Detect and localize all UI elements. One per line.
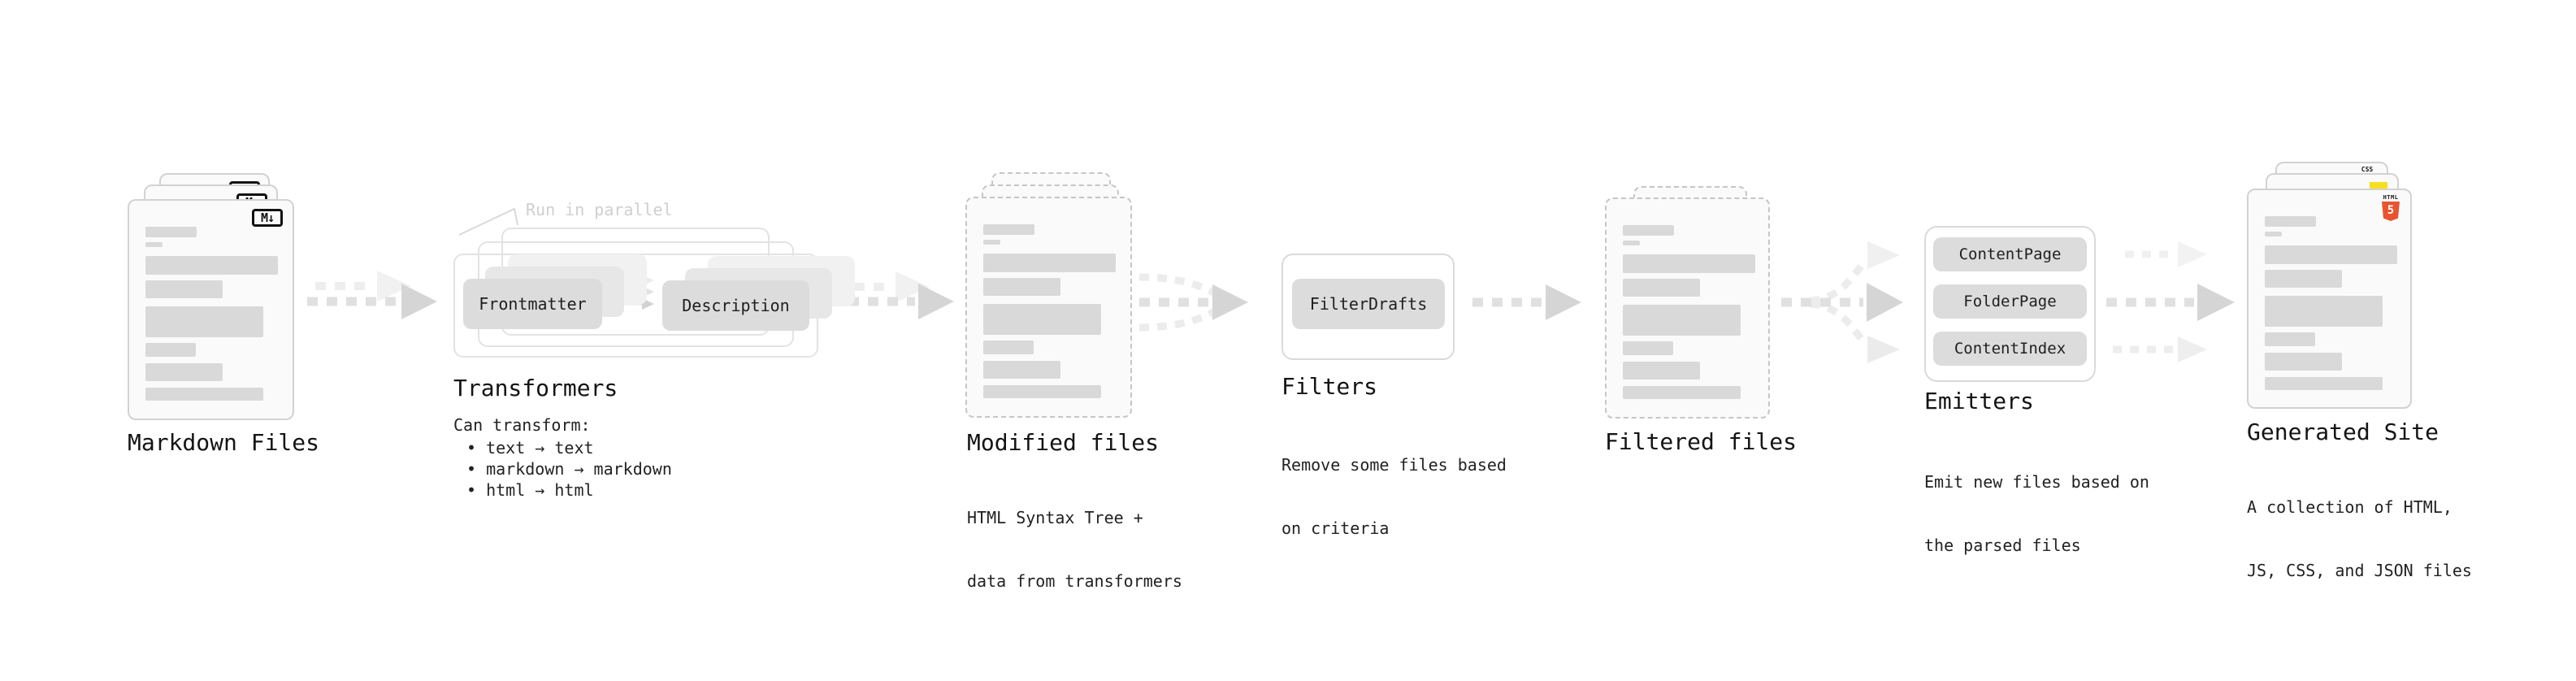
description-line: Remove some files based	[1281, 455, 1507, 475]
description-line: Emit new files based on	[1924, 472, 2149, 492]
skeleton-line	[145, 388, 263, 401]
doc-content-placeholder	[1607, 199, 1768, 417]
skeleton-line	[145, 280, 223, 298]
content-index-pill: ContentIndex	[1933, 332, 2087, 366]
stage-label-emitters: Emitters	[1924, 388, 2034, 414]
arrow-emitters-to-generated-middle	[2106, 284, 2235, 321]
doc-content-placeholder	[2249, 190, 2410, 407]
stage-label-filtered-files: Filtered files	[1605, 428, 1798, 455]
skeleton-line	[2265, 296, 2383, 327]
folder-page-pill: FolderPage	[1933, 284, 2087, 319]
skeleton-line	[1623, 341, 1673, 355]
skeleton-line	[1623, 225, 1674, 236]
filter-drafts-pill: FilterDrafts	[1292, 279, 1445, 329]
arrow-markdown-to-transformers	[307, 284, 437, 319]
bullet-item: • markdown → markdown	[466, 459, 672, 479]
bullet-item: • text → text	[466, 438, 594, 458]
description-line: HTML Syntax Tree +	[967, 508, 1143, 527]
html5-icon-digit: 5	[2387, 204, 2395, 217]
css-icon-label: CSS	[2361, 166, 2374, 173]
html5-icon: HTML 5	[2381, 194, 2400, 221]
skeleton-line	[1623, 279, 1700, 297]
skeleton-line	[145, 343, 196, 357]
arrow-filtered-to-emitters	[1781, 283, 1903, 322]
skeleton-line	[983, 224, 1034, 235]
skeleton-line	[1623, 362, 1700, 380]
skeleton-line	[145, 242, 163, 247]
skeleton-line	[983, 385, 1101, 398]
stage-label-transformers: Transformers	[453, 375, 618, 401]
stage-label-markdown-files: Markdown Files	[128, 429, 320, 456]
content-page-pill: ContentPage	[1933, 237, 2087, 271]
description-line: on criteria	[1281, 518, 1390, 538]
transformers-bullet-list: • text → text • markdown → markdown • ht…	[466, 437, 672, 501]
generated-html-card-front: HTML 5	[2247, 189, 2412, 409]
skeleton-line	[983, 240, 1000, 245]
arrow-emitters-to-generated-top	[2125, 241, 2207, 267]
skeleton-line	[983, 361, 1060, 379]
run-in-parallel-annotation: Run in parallel	[526, 200, 673, 219]
html5-icon-shield: 5	[2382, 202, 2400, 221]
skeleton-line	[1623, 305, 1741, 336]
arrow-filters-to-filtered	[1472, 284, 1581, 320]
description-pill: Description	[662, 280, 809, 331]
skeleton-line	[983, 254, 1116, 272]
skeleton-line	[983, 304, 1101, 335]
skeleton-line	[2265, 270, 2342, 288]
bullet-item: • html → html	[466, 480, 594, 500]
arrow-filtered-to-emitters-fanout-bottom	[1810, 300, 1900, 363]
html5-icon-label: HTML	[2383, 194, 2399, 201]
skeleton-line	[1623, 241, 1640, 245]
description-line: the parsed files	[1924, 536, 2081, 555]
description-line: JS, CSS, and JSON files	[2247, 561, 2472, 580]
markdown-icon: M↓	[252, 209, 283, 227]
skeleton-line	[2265, 245, 2397, 264]
filters-description: Remove some files based on criteria	[1281, 412, 1507, 581]
skeleton-line	[145, 256, 278, 275]
skeleton-line	[2265, 332, 2315, 346]
doc-content-placeholder	[967, 198, 1130, 416]
skeleton-line	[983, 340, 1034, 354]
skeleton-line	[2265, 377, 2383, 390]
skeleton-line	[983, 278, 1060, 296]
frontmatter-pill: Frontmatter	[463, 279, 602, 329]
stage-label-generated-site: Generated Site	[2247, 419, 2439, 445]
modified-files-description: HTML Syntax Tree + data from transformer…	[967, 465, 1182, 634]
skeleton-line	[145, 363, 223, 381]
modified-file-card-front	[965, 197, 1132, 418]
skeleton-line	[145, 227, 197, 237]
skeleton-line	[1623, 386, 1741, 399]
markdown-file-card-front: M↓	[128, 199, 294, 420]
doc-content-placeholder	[129, 201, 293, 419]
skeleton-line	[2265, 353, 2342, 371]
arrow-modified-to-filters	[1139, 284, 1248, 320]
description-line: data from transformers	[967, 571, 1182, 591]
transformers-description-heading: Can transform:	[453, 415, 591, 435]
skeleton-line	[2265, 232, 2282, 236]
arrow-filtered-to-emitters-fanout-top	[1810, 241, 1900, 305]
arrow-markdown-to-transformers-echo	[315, 271, 411, 301]
arrow-modified-to-filters-converge	[1138, 273, 1221, 332]
stage-label-filters: Filters	[1281, 373, 1378, 400]
skeleton-line	[2265, 216, 2316, 227]
skeleton-line	[1623, 254, 1755, 273]
filtered-file-card-front	[1605, 197, 1770, 419]
arrow-emitters-to-generated-bottom	[2113, 336, 2207, 362]
skeleton-line	[145, 306, 263, 337]
generated-site-description: A collection of HTML, JS, CSS, and JSON …	[2247, 454, 2472, 623]
emitters-description: Emit new files based on the parsed files	[1924, 429, 2149, 598]
stage-label-modified-files: Modified files	[967, 429, 1160, 456]
description-line: A collection of HTML,	[2247, 497, 2452, 517]
